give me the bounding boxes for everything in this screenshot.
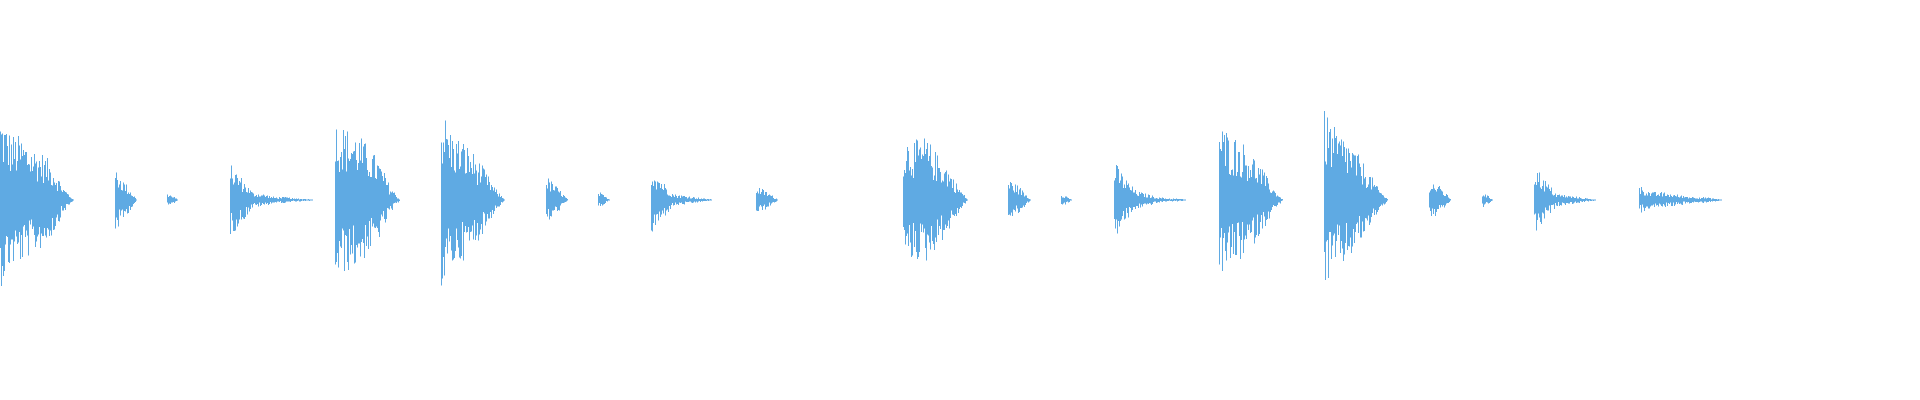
waveform-trace [0, 111, 1722, 286]
